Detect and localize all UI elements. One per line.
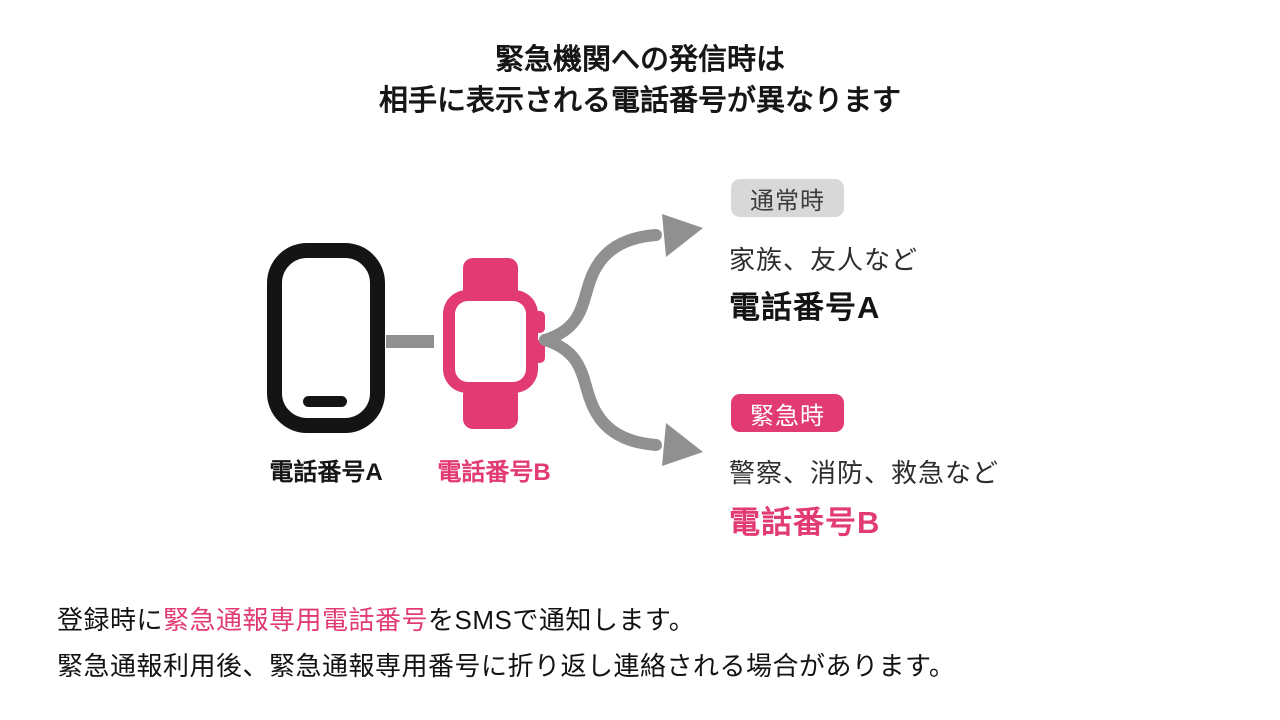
emergency-badge: 緊急時: [731, 394, 844, 432]
note-line2: 緊急通報利用後、緊急通報専用番号に折り返し連絡される場合があります。: [57, 651, 956, 681]
normal-number-text: 電話番号A: [729, 290, 881, 325]
phone-number-a-label: 電話番号A: [269, 459, 383, 486]
phone-number-b-label: 電話番号B: [437, 459, 551, 486]
smartwatch-icon: [443, 258, 545, 429]
page-title: 緊急機関への発信時は 相手に表示される電話番号が異なります: [0, 40, 1280, 122]
note-line1-suffix: をSMSで通知します。: [428, 605, 696, 635]
arrowhead-down-icon: [662, 423, 703, 466]
emergency-recipients-text: 警察、消防、救急など: [729, 458, 1000, 488]
arrow-shaft-up: [539, 229, 662, 346]
note-line1-highlight: 緊急通報専用電話番号: [163, 605, 429, 635]
page-title-line2: 相手に表示される電話番号が異なります: [378, 85, 901, 117]
arrow-shaft-down: [539, 334, 662, 451]
normal-time-badge: 通常時: [731, 179, 844, 217]
normal-recipients-text: 家族、友人など: [729, 245, 919, 275]
emergency-number-text: 電話番号B: [729, 505, 881, 540]
arrowhead-up-icon: [662, 214, 703, 257]
branch-arrows-icon: [539, 214, 703, 466]
smartphone-homebar-icon: [303, 396, 347, 407]
watch-screen: [455, 301, 526, 382]
watch-band-bottom: [463, 385, 518, 429]
page-title-line1: 緊急機関への発信時は: [494, 44, 785, 76]
connector-line: [386, 335, 434, 348]
note-line1-prefix: 登録時に: [57, 605, 164, 635]
note-line1: 登録時に緊急通報専用電話番号をSMSで通知します。: [57, 600, 695, 637]
